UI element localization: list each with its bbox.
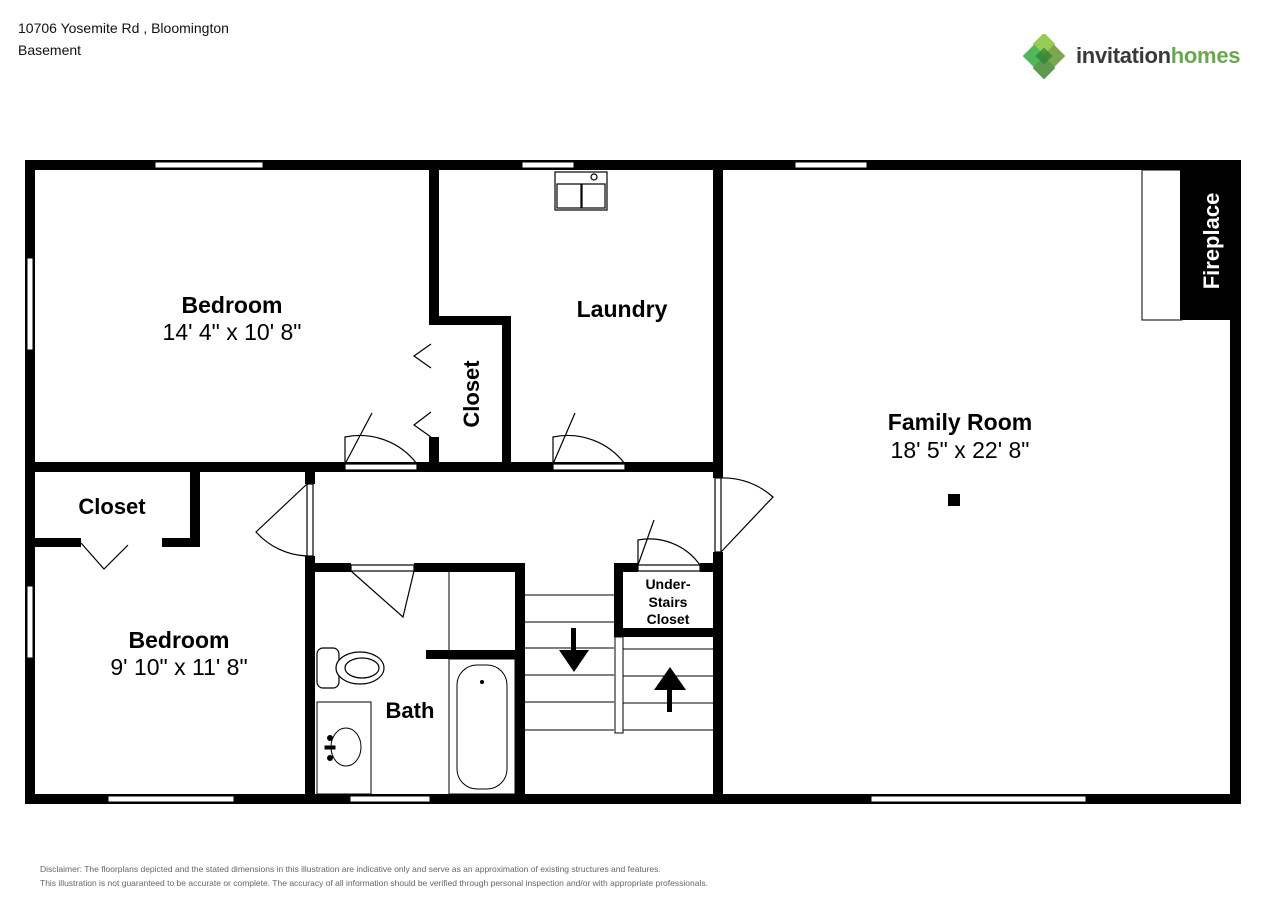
laundry-sink-icon (554, 171, 608, 211)
doors (80, 343, 774, 619)
room-name-fireplace: Fireplace (1199, 193, 1224, 290)
toilet-icon (316, 647, 385, 689)
diamond-cluster-icon (1022, 34, 1066, 80)
room-dims-family: 18' 5" x 22' 8" (891, 437, 1030, 463)
room-name-understairs-line1: Under- (645, 576, 690, 592)
ceiling-fixture-icon (948, 494, 960, 506)
room-name-understairs-line3: Closet (647, 611, 690, 627)
disclaimer-line1: Disclaimer: The floorplans depicted and … (40, 864, 661, 874)
room-dims-bedroom2: 9' 10" x 11' 8" (110, 654, 247, 680)
company-logo: invitationhomes (1022, 34, 1252, 80)
logo-text-bold: homes (1170, 43, 1241, 68)
vanity-sink-icon (316, 701, 372, 795)
room-name-closet-left: Closet (78, 494, 146, 519)
room-name-bath: Bath (386, 698, 435, 723)
fireplace-icon (1141, 169, 1230, 321)
room-name-bedroom1: Bedroom (182, 292, 283, 318)
room-dims-bedroom1: 14' 4" x 10' 8" (163, 319, 302, 345)
room-name-laundry: Laundry (577, 296, 668, 322)
bathtub-icon (448, 572, 516, 795)
logo-text-regular: invitation (1076, 43, 1171, 68)
room-name-understairs-line2: Stairs (649, 594, 688, 610)
property-address: 10706 Yosemite Rd , Bloomington (18, 20, 229, 36)
logo-wordmark: invitationhomes (1076, 43, 1241, 69)
disclaimer-line2: This illustration is not guaranteed to b… (40, 878, 708, 888)
room-name-closet-top: Closet (459, 360, 484, 428)
stair-up-arrow-icon (654, 667, 686, 712)
room-name-bedroom2: Bedroom (129, 627, 230, 653)
room-name-family: Family Room (888, 409, 1032, 435)
stair-down-arrow-icon (559, 628, 589, 672)
floor-level: Basement (18, 42, 82, 58)
windows (26, 161, 1087, 803)
outer-walls (25, 160, 1241, 804)
